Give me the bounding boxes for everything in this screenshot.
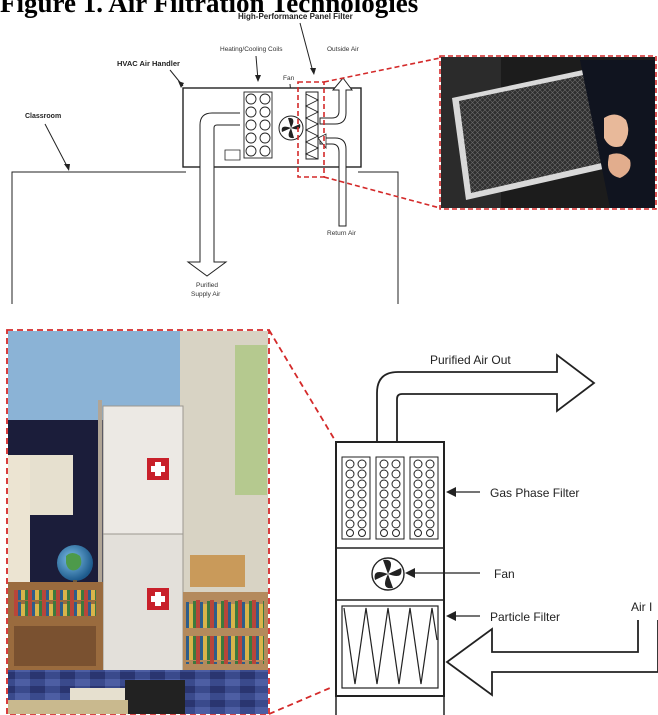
panel-filter-leader <box>300 23 313 72</box>
hvac-label: HVAC Air Handler <box>117 59 180 68</box>
top-diagram: High-Performance Panel Filter HVAC Air H… <box>12 12 656 304</box>
air-in-label: Air I <box>631 600 652 614</box>
air-in-arrow <box>447 620 658 695</box>
supply-label-2: Supply Air <box>191 291 221 298</box>
gas-phase-filter-label: Gas Phase Filter <box>490 486 579 500</box>
purified-air-out-label: Purified Air Out <box>430 353 511 367</box>
bottom-diagram: Purified Air Out <box>7 330 658 715</box>
classroom-leader <box>45 124 68 168</box>
fan-label-bottom: Fan <box>494 567 515 581</box>
fan-icon-bottom <box>372 558 404 590</box>
supply-label-1: Purified <box>196 282 218 289</box>
classroom-label: Classroom <box>25 113 61 120</box>
purified-air-out-arrow <box>377 355 594 442</box>
panel-filter-title: High-Performance Panel Filter <box>238 12 353 21</box>
classroom-photo <box>8 331 268 714</box>
fan-icon <box>279 116 303 140</box>
particle-filter-label: Particle Filter <box>490 610 560 624</box>
panel-filter-photo <box>441 57 655 208</box>
coils-label: Heating/Cooling Coils <box>220 46 283 53</box>
panel-filter <box>306 92 318 159</box>
outside-air-label: Outside Air <box>327 46 360 53</box>
fan-label-top: Fan <box>283 75 295 82</box>
return-air-label: Return Air <box>327 230 357 237</box>
